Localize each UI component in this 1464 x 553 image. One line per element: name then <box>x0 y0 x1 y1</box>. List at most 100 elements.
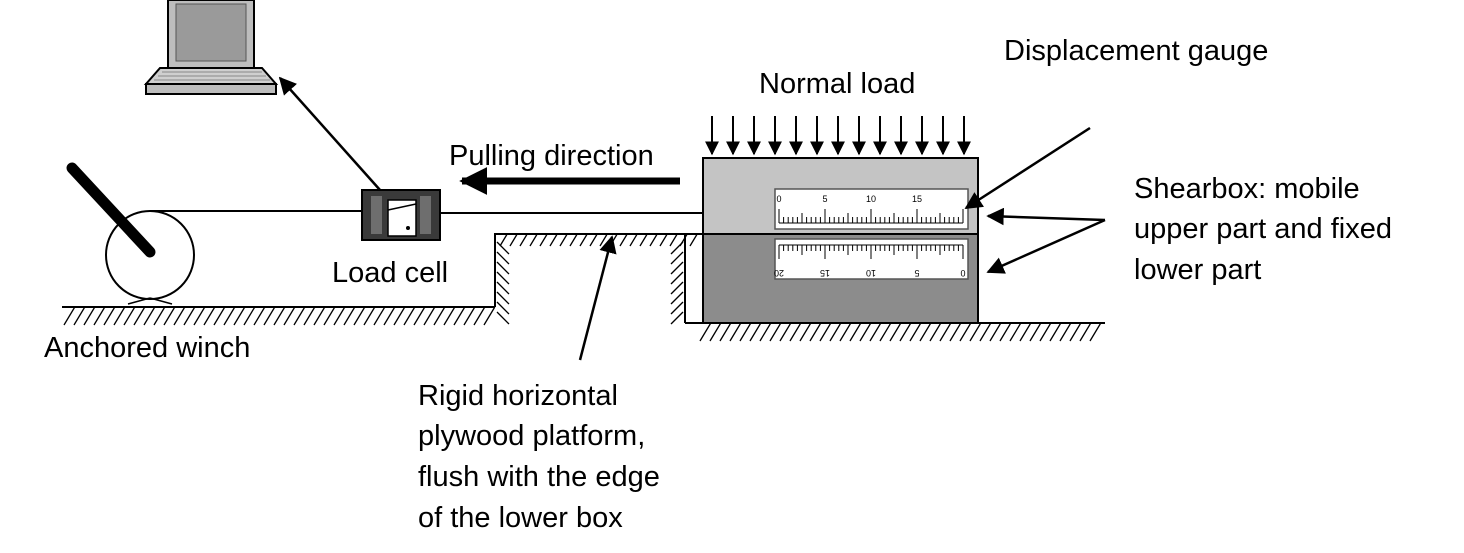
hatch-mark <box>969 322 982 342</box>
hatch-mark <box>273 306 286 326</box>
gauge-upper-ticks <box>778 209 964 224</box>
hatch-mark <box>433 306 446 326</box>
hatch-mark <box>670 291 684 305</box>
hatch-mark <box>829 322 842 342</box>
displacement-gauge-pointer <box>964 126 1091 210</box>
hatch-mark <box>343 306 356 326</box>
hatch-mark <box>809 322 822 342</box>
hatch-mark <box>1009 322 1022 342</box>
hatch-mark <box>589 233 598 247</box>
hatch-mark <box>203 306 216 326</box>
hatch-mark <box>496 241 510 255</box>
hatch-mark <box>899 322 912 342</box>
hatch-mark <box>509 233 518 247</box>
hatch-mark <box>243 306 256 326</box>
load-cell-label: Load cell <box>332 257 448 289</box>
hatch-mark <box>1049 322 1062 342</box>
hatch-mark <box>649 233 658 247</box>
hatch-mark <box>163 306 176 326</box>
hatch-mark <box>453 306 466 326</box>
hatch-mark <box>223 306 236 326</box>
hatch-mark <box>670 311 684 325</box>
hatch-mark <box>403 306 416 326</box>
hatch-mark <box>769 322 782 342</box>
hatch-mark <box>233 306 246 326</box>
hatch-mark <box>333 306 346 326</box>
hatch-mark <box>323 306 336 326</box>
hatch-mark <box>919 322 932 342</box>
hatch-mark <box>1069 322 1082 342</box>
hatch-mark <box>629 233 638 247</box>
platform-wall-left-hatch <box>496 241 510 325</box>
hatch-mark <box>839 322 852 342</box>
platform-label-line1: Rigid horizontal <box>418 380 618 412</box>
hatch-mark <box>1079 322 1092 342</box>
hatch-mark <box>709 322 722 342</box>
hatch-mark <box>659 233 668 247</box>
hatch-mark <box>253 306 266 326</box>
hatch-mark <box>1039 322 1052 342</box>
hatch-mark <box>213 306 226 326</box>
platform-label-line4: of the lower box <box>418 502 623 534</box>
gauge-lower-number: 20 <box>774 268 784 278</box>
hatch-mark <box>759 322 772 342</box>
hatch-mark <box>383 306 396 326</box>
hatch-mark <box>63 306 76 326</box>
hatch-mark <box>153 306 166 326</box>
hatch-mark <box>263 306 276 326</box>
hatch-mark <box>133 306 146 326</box>
hatch-mark <box>303 306 316 326</box>
hatch-mark <box>423 306 436 326</box>
gauge-upper-numbers: 0 5 10 15 <box>776 194 922 204</box>
hatch-mark <box>670 281 684 295</box>
platform-wall-right-hatch <box>670 241 684 325</box>
hatch-mark <box>483 306 496 326</box>
platform-pointer <box>578 235 617 361</box>
hatch-mark <box>183 306 196 326</box>
hatch-mark <box>939 322 952 342</box>
gauge-upper-number: 10 <box>866 194 876 204</box>
hatch-mark <box>689 233 698 247</box>
hatch-mark <box>1089 322 1102 342</box>
hatch-mark <box>103 306 116 326</box>
hatch-mark <box>143 306 156 326</box>
hatch-mark <box>113 306 126 326</box>
displacement-gauge: 0 5 10 15 20 15 10 5 0 <box>774 188 969 280</box>
hatch-mark <box>173 306 186 326</box>
hatch-mark <box>889 322 902 342</box>
hatch-mark <box>699 322 712 342</box>
hatch-mark <box>193 306 206 326</box>
hatch-mark <box>496 271 510 285</box>
hatch-mark <box>559 233 568 247</box>
hatch-mark <box>1019 322 1032 342</box>
load-cell-icon <box>361 189 441 241</box>
hatch-mark <box>670 261 684 275</box>
hatch-mark <box>496 251 510 265</box>
hatch-mark <box>879 322 892 342</box>
hatch-mark <box>363 306 376 326</box>
hatch-mark <box>293 306 306 326</box>
hatch-mark <box>83 306 96 326</box>
hatch-mark <box>869 322 882 342</box>
hatch-mark <box>519 233 528 247</box>
hatch-mark <box>539 233 548 247</box>
hatch-mark <box>719 322 732 342</box>
hatch-mark <box>93 306 106 326</box>
shearbox-upper-pointer <box>986 207 1106 226</box>
hatch-mark <box>989 322 1002 342</box>
platform-hatch <box>499 233 698 247</box>
hatch-mark <box>473 306 486 326</box>
hatch-mark <box>599 233 608 247</box>
hatch-mark <box>729 322 742 342</box>
hatch-mark <box>499 233 508 247</box>
hatch-mark <box>283 306 296 326</box>
hatch-mark <box>443 306 456 326</box>
hatch-mark <box>529 233 538 247</box>
gauge-upper-number: 15 <box>912 194 922 204</box>
gauge-lower-number: 5 <box>914 268 919 278</box>
hatch-mark <box>749 322 762 342</box>
ground-left <box>63 306 496 326</box>
hatch-mark <box>463 306 476 326</box>
hatch-mark <box>413 306 426 326</box>
